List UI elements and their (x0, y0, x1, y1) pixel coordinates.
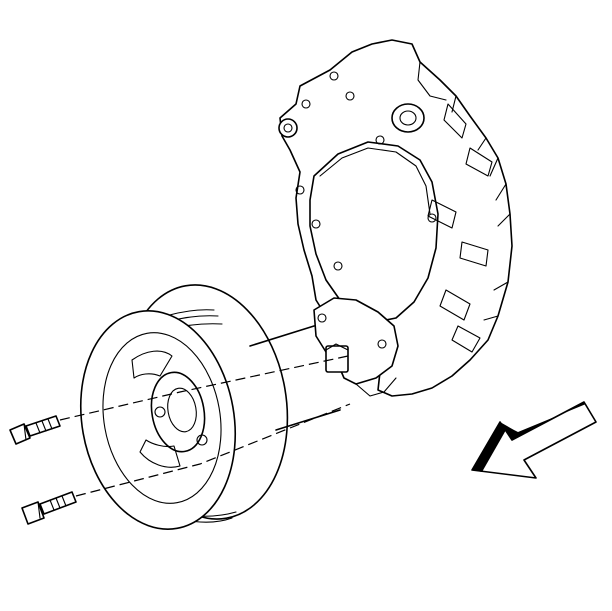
cover-hole-d (333, 261, 343, 271)
pulley-cutout-upper (131, 350, 173, 379)
cover-rib-5 (439, 289, 471, 321)
bolt-lower-flange (37, 501, 41, 519)
crankshaft-pulley (79, 284, 341, 530)
arrow-shadow-upper (500, 402, 596, 440)
bolt-upper-threads (35, 418, 53, 434)
seal-housing-lip (355, 377, 397, 397)
seal-housing-bolt-top (325, 343, 349, 351)
cover-rib-6 (451, 325, 481, 353)
arrow-shadow-left (472, 422, 506, 472)
cover-rib-2 (465, 147, 493, 177)
pulley-bolt-hole-1 (154, 406, 166, 418)
cover-rib-1 (443, 103, 467, 139)
bolt-upper-flange (23, 423, 27, 441)
engine-front-cover (278, 39, 513, 397)
pulley-bolt-upper (9, 415, 61, 445)
pulley-hub-shaft-lower (275, 409, 341, 431)
seal-housing-hole-1 (317, 313, 327, 323)
pulley-web-ring (102, 332, 222, 504)
cover-boss-2 (391, 103, 425, 133)
cover-hole-b (345, 91, 355, 101)
cover-rib-3 (427, 199, 457, 229)
cover-hole-g (427, 213, 437, 223)
cover-hole-h (375, 135, 385, 145)
seal-housing-bolt-head (325, 345, 349, 373)
cover-boss-2-hole (399, 110, 417, 126)
front-cover-rim (319, 147, 431, 215)
alignment-line-upper (59, 355, 349, 421)
front-cover-face (309, 141, 439, 323)
cover-hole-c (301, 99, 311, 109)
cover-hole-a (329, 71, 339, 81)
pulley-cutout-lower (139, 439, 181, 468)
cover-hole-f (295, 185, 305, 195)
pulley-hub-bore (167, 387, 197, 433)
arrow-left-down-icon (471, 401, 597, 479)
cover-rib-4 (459, 241, 489, 267)
cover-boss-1 (278, 118, 298, 138)
bolt-upper-shank (25, 415, 61, 437)
pulley-bolt-lower (21, 491, 77, 525)
alignment-line-lower (75, 403, 351, 497)
bolt-lower-threads (49, 495, 67, 511)
cover-edge-detail (417, 61, 511, 321)
pulley-hub-shaft-upper (249, 325, 315, 347)
seal-housing-hole-2 (377, 339, 387, 349)
cover-boss-1-hole (283, 123, 293, 133)
cover-hole-e (311, 219, 321, 229)
alignment-lines (59, 355, 351, 497)
pulley-bolt-hole-2 (196, 434, 208, 446)
pulley-hub (150, 371, 206, 453)
